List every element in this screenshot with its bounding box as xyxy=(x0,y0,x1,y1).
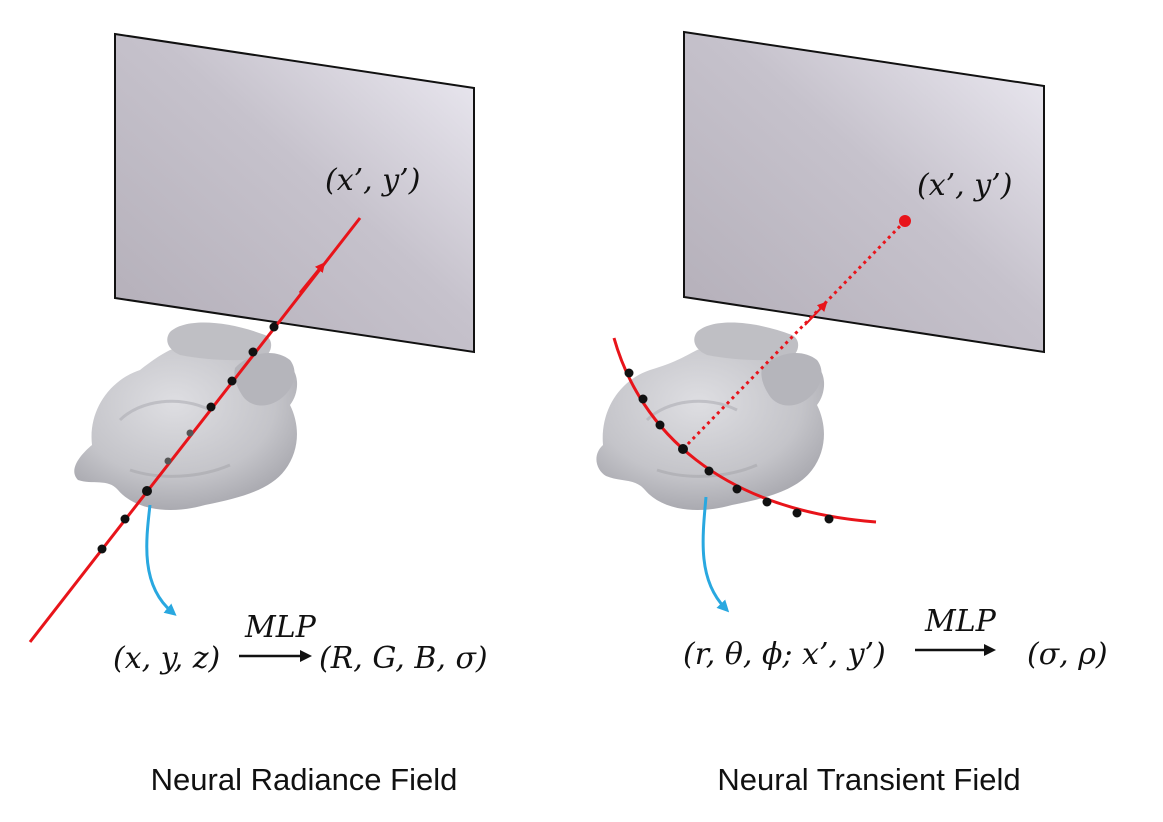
left-sample-point xyxy=(227,376,237,386)
right-input-label: (r, θ, ϕ; x’, y’) xyxy=(683,637,886,672)
right-panel-title: Neural Transient Field xyxy=(717,762,1020,797)
left-panel-title: Neural Radiance Field xyxy=(151,762,458,797)
right-mlp-label: MLP xyxy=(924,604,997,639)
left-pixel-label: (x’, y’) xyxy=(325,163,420,198)
right-pixel-label: (x’, y’) xyxy=(917,168,1012,203)
right-sensor-plane xyxy=(683,30,1045,354)
left-input-label: (x, y, z) xyxy=(113,641,220,676)
left-sample-points xyxy=(97,322,279,554)
left-sample-point xyxy=(97,544,107,554)
left-sample-point xyxy=(269,322,279,332)
right-sample-point xyxy=(762,497,772,507)
right-pixel-point xyxy=(899,215,911,227)
right-sample-point xyxy=(732,484,742,494)
left-sensor-plane xyxy=(114,32,475,354)
right-sample-point xyxy=(792,508,802,518)
right-ray-direction-arrow xyxy=(804,301,828,326)
right-sample-point xyxy=(655,420,665,430)
right-sample-point xyxy=(678,444,688,454)
left-mlp-label: MLP xyxy=(244,610,317,645)
left-sample-point xyxy=(186,429,194,437)
left-sample-pointer-arrow xyxy=(145,504,177,616)
left-sample-point xyxy=(248,347,258,357)
right-sample-point xyxy=(624,368,634,378)
left-sample-point xyxy=(206,402,216,412)
left-output-label: (R, G, B, σ) xyxy=(319,641,488,676)
left-bunny xyxy=(74,322,298,510)
left-sample-point xyxy=(120,514,130,524)
left-ray-direction-arrow xyxy=(298,262,326,294)
right-sample-points xyxy=(624,368,834,524)
right-output-label: (σ, ρ) xyxy=(1027,637,1108,672)
right-panel: (x’, y’) (r, θ, ϕ; x’, y’) MLP (σ, ρ) Ne… xyxy=(596,30,1108,797)
right-bunny xyxy=(596,322,825,510)
left-panel: (x’, y’) (x, y, z) MLP (R, G, B, σ) Neur… xyxy=(28,32,488,797)
left-sample-point xyxy=(164,457,172,465)
right-sample-point xyxy=(704,466,714,476)
left-sample-point xyxy=(142,486,152,496)
right-sample-pointer-arrow xyxy=(701,496,730,613)
right-sample-point xyxy=(638,394,648,404)
right-sample-point xyxy=(824,514,834,524)
